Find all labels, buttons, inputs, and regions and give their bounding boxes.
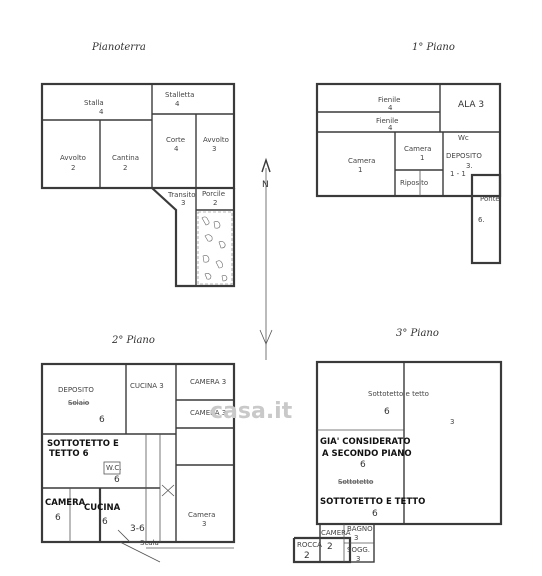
room-label: Stalla bbox=[84, 99, 104, 107]
room-label: DEPOSITO bbox=[58, 386, 94, 394]
room-label: Fienile bbox=[376, 117, 398, 125]
room-label: CAMERA 3 bbox=[190, 378, 226, 386]
room-number: 6 bbox=[360, 460, 366, 470]
room-number: 4 bbox=[388, 124, 393, 132]
note-line: A SECONDO PIANO bbox=[322, 449, 412, 459]
room-number: 3 bbox=[202, 520, 206, 528]
room-number: 4 bbox=[174, 145, 179, 153]
hatched-area bbox=[197, 211, 233, 285]
stair bbox=[117, 529, 146, 543]
first-floor-title: 1° Piano bbox=[412, 42, 455, 53]
room-number: 3. bbox=[466, 162, 473, 170]
room-number: 6 bbox=[372, 509, 378, 519]
second-floor-plan: 2° Piano DEPOSITO Solaio 6 CUCINA 3 CAME… bbox=[40, 335, 236, 563]
room-label: BAGNO bbox=[347, 525, 373, 533]
zone-tag: ALA 3 bbox=[458, 100, 484, 110]
room-number: 6. bbox=[478, 216, 485, 224]
room-label: ROCCA bbox=[297, 541, 322, 549]
first-outline bbox=[315, 82, 502, 198]
room-label: Camera bbox=[348, 157, 375, 165]
balcony-outline bbox=[470, 173, 502, 265]
room-number: 2 bbox=[71, 164, 75, 172]
room-label: Fienile bbox=[378, 96, 400, 104]
north-arrow: N bbox=[259, 157, 273, 360]
watermark: casa.it bbox=[210, 399, 293, 424]
room-label: CAMERA bbox=[321, 529, 351, 537]
room-label: 1 - 1 bbox=[450, 170, 466, 178]
room-label: SOTTOTETTO E bbox=[47, 439, 119, 449]
room-number: 6 bbox=[55, 513, 61, 523]
room-label: SOGG. bbox=[347, 546, 370, 554]
third-floor-title: 3° Piano bbox=[396, 328, 439, 339]
room-number: 1 bbox=[358, 166, 362, 174]
room-number: 4 bbox=[99, 108, 104, 116]
arrow-head-icon bbox=[261, 157, 271, 173]
note-line: GIA' CONSIDERATO bbox=[320, 437, 411, 447]
room-number: 2 bbox=[213, 199, 217, 207]
room-number: 6 bbox=[99, 415, 105, 425]
room-label: Stalletta bbox=[165, 91, 194, 99]
room-label: CUCINA bbox=[84, 503, 121, 513]
third-outline bbox=[315, 360, 503, 526]
room-label: TETTO 6 bbox=[49, 449, 89, 459]
room-strike: Solaio bbox=[68, 399, 89, 407]
room-label: Camera bbox=[188, 511, 215, 519]
cross bbox=[161, 484, 175, 497]
room-label: CAMERA bbox=[45, 498, 86, 508]
wc-box bbox=[103, 461, 121, 475]
second-floor-title: 2° Piano bbox=[111, 335, 155, 346]
third-floor-plan: 3° Piano Sottotetto e tetto 6 3 GIA' CON… bbox=[292, 328, 503, 564]
room-number: 4 bbox=[388, 104, 393, 112]
room-label: Sottotetto e tetto bbox=[368, 390, 429, 398]
stair-landing bbox=[119, 541, 161, 563]
room-strike: Sottotetto bbox=[338, 478, 373, 486]
room-label: Transito bbox=[167, 191, 195, 199]
room-label: Porcile bbox=[202, 190, 225, 198]
room-number: 1 bbox=[420, 154, 424, 162]
room-label: Avvolto bbox=[60, 154, 86, 162]
ground-floor-plan: Pianoterra Stalla 4 Stalletta 4 Avvolto … bbox=[40, 42, 236, 288]
room-label: Ponte bbox=[480, 195, 500, 203]
ground-floor-title: Pianoterra bbox=[91, 42, 146, 53]
room-number: 3 bbox=[354, 534, 358, 542]
room-number: 3 bbox=[356, 555, 360, 563]
room-label: Corte bbox=[166, 136, 185, 144]
room-label: Avvolto bbox=[203, 136, 229, 144]
room-label: CAMERA 3 bbox=[190, 409, 226, 417]
room-number: 2 bbox=[327, 542, 333, 552]
room-label: SOTTOTETTO E TETTO bbox=[320, 497, 425, 507]
room-number: 6 bbox=[102, 517, 108, 527]
ground-outline bbox=[40, 82, 236, 190]
room-label: Riposito bbox=[400, 179, 428, 187]
room-number: 3 bbox=[181, 199, 185, 207]
room-number: 3-6 bbox=[130, 524, 145, 534]
room-label: Cantina bbox=[112, 154, 139, 162]
room-number: 6 bbox=[114, 475, 120, 485]
room-number: 6 bbox=[384, 407, 390, 417]
room-number: 3 bbox=[450, 418, 454, 426]
room-number: 3 bbox=[212, 145, 216, 153]
gravel-texture bbox=[201, 216, 228, 282]
room-label: Scala bbox=[140, 539, 159, 547]
room-label: CUCINA 3 bbox=[130, 382, 164, 390]
room-number: 2 bbox=[304, 551, 310, 561]
room-label: DEPOSITO bbox=[446, 152, 482, 160]
ground-extension bbox=[151, 187, 236, 288]
room-label: Wc bbox=[458, 134, 469, 142]
room-label: Camera bbox=[404, 145, 431, 153]
arrow-tail-icon bbox=[259, 329, 273, 346]
north-label: N bbox=[262, 180, 269, 190]
room-number: 4 bbox=[175, 100, 180, 108]
first-floor-plan: 1° Piano Fienile 4 Fienile 4 ALA 3 Camer… bbox=[315, 42, 502, 265]
room-label: W.C. bbox=[106, 464, 121, 472]
room-number: 2 bbox=[123, 164, 127, 172]
